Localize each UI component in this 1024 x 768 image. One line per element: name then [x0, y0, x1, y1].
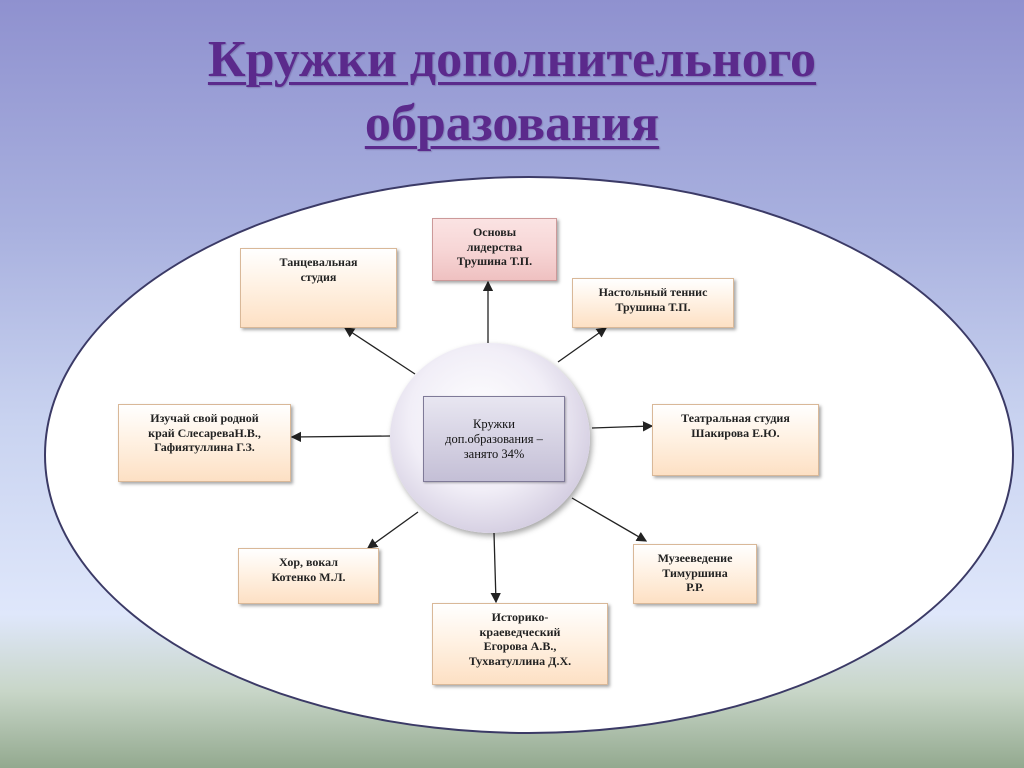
node-history-line-1: Историко-: [491, 610, 549, 624]
node-tennis-line-2: Трушина Т.П.: [615, 299, 691, 314]
node-museum: Музееведение Тимуршина Р.Р.: [633, 544, 757, 604]
node-leadership-line-1: Основы: [472, 225, 517, 239]
node-leadership-line-3: Трушина Т.П.: [456, 254, 533, 268]
center-line-3: – занято 34%: [463, 431, 543, 461]
arrow-to-history: [490, 532, 501, 604]
node-leadership: Основы лидерства Трушина Т.П.: [432, 218, 557, 281]
node-museum-line-3: Р.Р.: [686, 580, 704, 594]
node-homeland-line-1: Изучай свой родной: [150, 411, 259, 425]
node-homeland: Изучай свой родной край СлесареваН.В., Г…: [118, 404, 291, 482]
node-dance-line-1: Танцевальная: [279, 255, 358, 269]
node-theatre: Театральная студия Шакирова Е.Ю.: [652, 404, 819, 476]
node-homeland-line-3: Гафиятуллина Г.З.: [154, 440, 255, 454]
node-tennis: Настольный теннис Трушина Т.П.: [572, 278, 734, 328]
node-choir-line-1: Хор, вокал: [279, 555, 338, 569]
node-museum-line-1: Музееведение: [657, 551, 733, 565]
page-title: Кружки дополнительного образования: [0, 28, 1024, 156]
arrow-to-museum: [571, 497, 648, 542]
arrow-to-dance: [343, 327, 416, 375]
title-line-2: образования: [364, 95, 660, 152]
arrow-to-choir: [366, 511, 419, 549]
node-theatre-line-2: Шакирова Е.Ю.: [691, 425, 780, 440]
node-history-line-3: Егорова А.В.,: [483, 639, 557, 653]
center-line-1: Кружки: [473, 416, 515, 431]
node-history-line-4: Тухватуллина Д.Х.: [468, 653, 572, 668]
title-line-1: Кружки дополнительного: [207, 31, 817, 88]
node-history: Историко- краеведческий Егорова А.В., Ту…: [432, 603, 608, 685]
node-tennis-line-1: Настольный теннис: [598, 285, 708, 299]
arrow-to-homeland: [290, 431, 391, 443]
node-dance-line-2: студия: [300, 269, 337, 284]
node-choir-line-2: Котенко М.Л.: [271, 569, 346, 584]
node-dance: Танцевальная студия: [240, 248, 397, 328]
node-theatre-line-1: Театральная студия: [681, 411, 790, 425]
node-history-line-2: краеведческий: [479, 624, 561, 639]
node-homeland-line-2: край СлесареваН.В.,: [148, 425, 261, 440]
arrow-to-tennis: [557, 327, 608, 363]
node-choir: Хор, вокал Котенко М.Л.: [238, 548, 379, 604]
arrow-to-theatre: [591, 421, 654, 432]
center-node: Кружки доп.образования – занято 34%: [423, 396, 565, 482]
node-museum-line-2: Тимуршина: [662, 565, 728, 580]
node-leadership-line-2: лидерства: [466, 239, 523, 254]
center-line-2: доп.образования: [445, 431, 534, 446]
